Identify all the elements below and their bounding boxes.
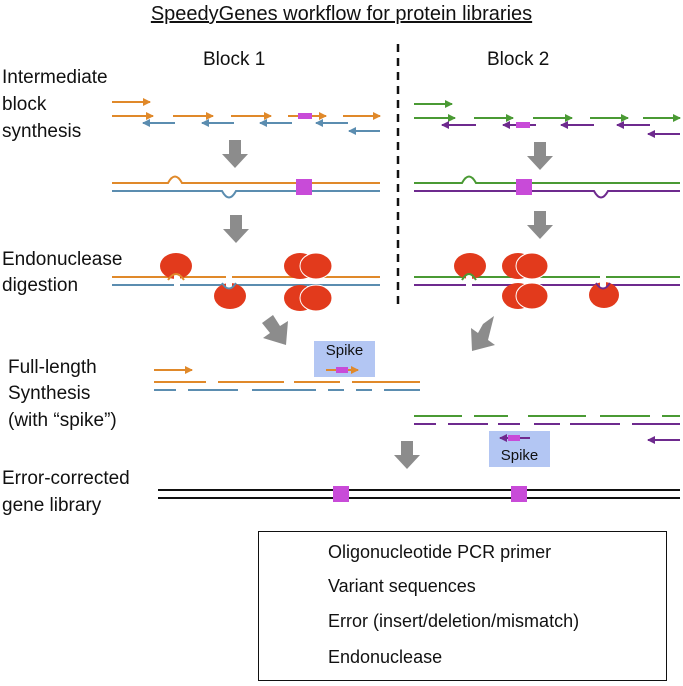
block1-digestion <box>112 252 380 312</box>
diagram-title: SpeedyGenes workflow for protein librari… <box>150 3 533 25</box>
block2-digestion <box>414 252 680 310</box>
full-length-block1 <box>154 366 420 391</box>
block2-duplex <box>414 175 680 199</box>
block2-oligos <box>414 100 681 138</box>
legend-item-variant: Variant sequences <box>328 576 476 596</box>
spike-label: Spike <box>325 342 364 359</box>
legend <box>258 531 667 681</box>
block-1-header: Block 1 <box>203 49 266 70</box>
block1-oligos <box>112 98 381 135</box>
legend-item-primer: Oligonucleotide PCR primer <box>328 542 552 562</box>
spike-label: Spike <box>500 447 539 464</box>
block-2-header: Block 2 <box>487 49 550 70</box>
block1-duplex <box>112 175 380 199</box>
full-length-block2 <box>414 415 680 444</box>
legend-item-error: Error (insert/deletion/mismatch) <box>328 611 580 631</box>
error-corrected-library <box>158 486 680 502</box>
legend-item-endonuclease: Endonuclease <box>328 647 443 667</box>
gray-arrows <box>222 140 553 469</box>
